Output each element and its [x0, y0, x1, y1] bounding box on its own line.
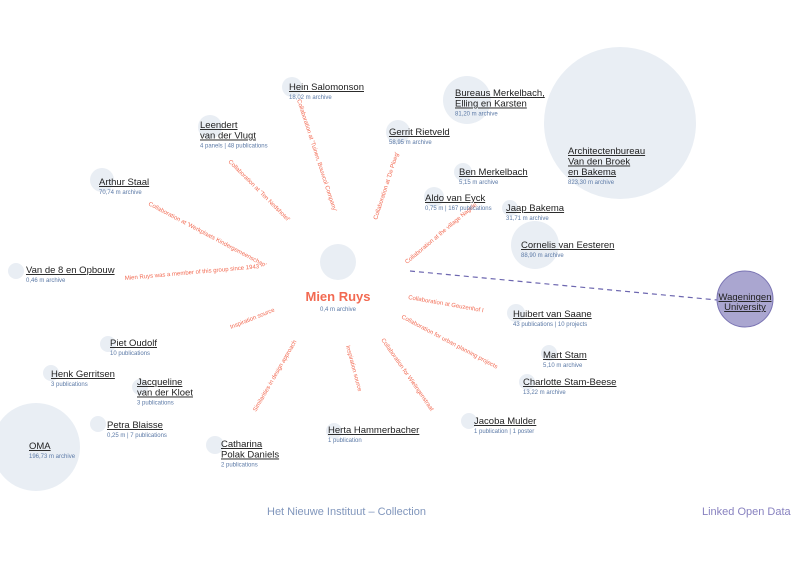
node-name-ben-merkelbach[interactable]: Ben Merkelbach — [459, 167, 528, 178]
node-name-jacqueline-van-der-kloet[interactable]: Jacqueline — [137, 377, 182, 388]
node-circle-oma[interactable] — [0, 403, 80, 491]
node-name-architectenbureau[interactable]: en Bakema — [568, 167, 617, 178]
node-name-oma[interactable]: OMA — [29, 441, 51, 452]
node-name-arthur-staal[interactable]: Arthur Staal — [99, 177, 149, 188]
edge-label-hein-salomonson: Collaboration at 'Tuinen, Bouwcol Compan… — [295, 99, 337, 213]
node-circle-arthur-staal[interactable] — [90, 168, 114, 192]
node-sub-arthur-staal: 70,74 m archive — [99, 190, 142, 196]
node-sub-catharina-polak-daniels: 2 publications — [221, 463, 258, 469]
node-sub-jaap-bakema: 31,71 m archive — [506, 216, 549, 222]
node-sub-jacoba-mulder: 1 publication | 1 poster — [474, 429, 534, 435]
node-circle-herta-hammerbacher[interactable] — [326, 423, 342, 439]
edge-label-jacqueline-van-der-kloet: Similarities in design approach — [253, 340, 299, 413]
node-name-petra-blaisse[interactable]: Petra Blaisse — [107, 420, 163, 431]
node-name-hein-salomonson[interactable]: Hein Salomonson — [289, 82, 364, 93]
node-name-jacqueline-van-der-kloet[interactable]: van der Kloet — [137, 388, 193, 399]
edge-label-van-de-8: Mien Ruys was a member of this group sin… — [125, 264, 260, 282]
node-name-catharina-polak-daniels[interactable]: Catharina — [221, 439, 263, 450]
edge-label-herta-hammerbacher: Inspiration source — [344, 345, 362, 393]
node-sub-gerrit-rietveld: 58,95 m archive — [389, 140, 432, 146]
node-name-mart-stam[interactable]: Mart Stam — [543, 350, 587, 361]
node-name-cornelis-van-eesteren[interactable]: Cornelis van Eesteren — [521, 240, 614, 251]
node-sub-jacqueline-van-der-kloet: 3 publications — [137, 401, 174, 407]
node-circle-architectenbureau[interactable] — [544, 47, 696, 199]
external-node-circle[interactable] — [716, 270, 774, 328]
node-circles — [0, 47, 696, 491]
node-sub-charlotte-stam-beese: 13,22 m archive — [523, 390, 566, 396]
node-circle-petra-blaisse[interactable] — [90, 416, 106, 432]
edge-label-gerrit-rietveld: Collaboration at 'De Ploeg' — [373, 152, 401, 221]
external-link-line — [409, 270, 718, 301]
node-name-architectenbureau[interactable]: Architectenbureau — [568, 146, 645, 157]
node-circle-piet-oudolf[interactable] — [100, 336, 116, 352]
node-name-herta-hammerbacher[interactable]: Herta Hammerbacher — [328, 425, 419, 436]
external-node-name-line[interactable]: University — [724, 302, 766, 313]
node-name-aldo-van-eyck[interactable]: Aldo van Eyck — [425, 193, 485, 204]
node-name-huibert-van-saane[interactable]: Huibert van Saane — [513, 309, 592, 320]
node-sub-cornelis-van-eesteren: 88,90 m archive — [521, 253, 564, 259]
node-circle-huibert-van-saane[interactable] — [507, 304, 525, 322]
node-name-catharina-polak-daniels[interactable]: Polak Daniels — [221, 450, 279, 461]
node-sub-huibert-van-saane: 43 publications | 10 projects — [513, 322, 587, 328]
node-name-piet-oudolf[interactable]: Piet Oudolf — [110, 338, 157, 349]
node-name-charlotte-stam-beese[interactable]: Charlotte Stam-Beese — [523, 377, 616, 388]
node-name-architectenbureau[interactable]: Van den Broek — [568, 157, 630, 168]
node-sub-architectenbureau: 823,30 m archive — [568, 180, 615, 186]
node-circle-van-de-8[interactable] — [8, 263, 24, 279]
node-name-bureaus-merkelbach[interactable]: Bureaus Merkelbach, — [455, 88, 545, 99]
node-circle-henk-gerritsen[interactable] — [43, 365, 59, 381]
node-name-bureaus-merkelbach[interactable]: Elling en Karsten — [455, 99, 527, 110]
node-circle-mart-stam[interactable] — [541, 345, 557, 361]
node-sub-ben-merkelbach: 5,15 m archive — [459, 180, 499, 186]
center-node-circle[interactable] — [320, 244, 356, 280]
node-sub-aldo-van-eyck: 0,75 m | 167 publications — [425, 206, 492, 212]
edge-label-arthur-staal: Collaboration at 'Werkplaats Kindergemee… — [147, 201, 267, 269]
node-circle-jacoba-mulder[interactable] — [461, 413, 477, 429]
edge-label-piet-oudolf: Inspiration source — [230, 307, 277, 331]
edge-label-charlotte-stam-beese: Collaboration for Wielingenstraat — [379, 338, 434, 413]
center-node-name[interactable]: Mien Ruys — [305, 289, 370, 304]
node-name-van-de-8[interactable]: Van de 8 en Opbouw — [26, 265, 115, 276]
node-sub-petra-blaisse: 0,25 m | 7 publications — [107, 433, 167, 439]
node-circle-charlotte-stam-beese[interactable] — [519, 374, 535, 390]
node-name-leendert-van-der-vlugt[interactable]: van der Vlugt — [200, 131, 256, 142]
node-labels: Hein Salomonson 18,02 m archive Bureaus Me… — [26, 82, 645, 469]
node-circle-catharina-polak-daniels[interactable] — [206, 436, 224, 454]
node-circle-leendert-van-der-vlugt[interactable] — [198, 115, 222, 139]
external-node-name-line[interactable]: Wageningen — [719, 292, 772, 303]
node-sub-mart-stam: 5,10 m archive — [543, 363, 583, 369]
edge-label-mart-stam: Collaboration for urban planning project… — [400, 314, 498, 370]
node-name-jacoba-mulder[interactable]: Jacoba Mulder — [474, 416, 536, 427]
edge-label-leendert-van-der-vlugt: Collaboration at 'Ten Nedshotel' — [227, 159, 291, 223]
node-sub-hein-salomonson: 18,02 m archive — [289, 95, 332, 101]
edge-labels: Collaboration at 'Tuinen, Bouwcol Compan… — [125, 99, 499, 413]
node-name-jaap-bakema[interactable]: Jaap Bakema — [506, 203, 565, 214]
footer-lod-label: Linked Open Data — [702, 506, 791, 518]
node-sub-herta-hammerbacher: 1 publication — [328, 438, 362, 444]
footer-collection-label: Het Nieuwe Instituut – Collection — [267, 506, 426, 518]
node-sub-leendert-van-der-vlugt: 4 panels | 48 publications — [200, 144, 268, 150]
node-circle-cornelis-van-eesteren[interactable] — [511, 221, 559, 269]
node-circle-jaap-bakema[interactable] — [502, 200, 518, 216]
center-node-sub: 0,4 m archive — [320, 307, 357, 313]
node-name-leendert-van-der-vlugt[interactable]: Leendert — [200, 120, 238, 131]
node-circle-bureaus-merkelbach[interactable] — [443, 76, 491, 124]
node-name-henk-gerritsen[interactable]: Henk Gerritsen — [51, 369, 115, 380]
node-sub-oma: 196,73 m archive — [29, 454, 76, 460]
node-name-gerrit-rietveld[interactable]: Gerrit Rietveld — [389, 127, 450, 138]
node-circle-jacqueline-van-der-kloet[interactable] — [132, 379, 148, 395]
node-circle-gerrit-rietveld[interactable] — [386, 120, 410, 144]
node-sub-van-de-8: 0,46 m archive — [26, 278, 66, 284]
node-sub-henk-gerritsen: 3 publications — [51, 382, 88, 388]
node-sub-piet-oudolf: 10 publications — [110, 351, 150, 357]
node-circle-hein-salomonson[interactable] — [282, 77, 302, 97]
edge-label-huibert-van-saane: Collaboration at Geuzenhof I — [408, 295, 485, 314]
node-sub-bureaus-merkelbach: 81,20 m archive — [455, 112, 498, 118]
node-circle-aldo-van-eyck[interactable] — [424, 187, 444, 207]
node-circle-ben-merkelbach[interactable] — [454, 163, 472, 181]
